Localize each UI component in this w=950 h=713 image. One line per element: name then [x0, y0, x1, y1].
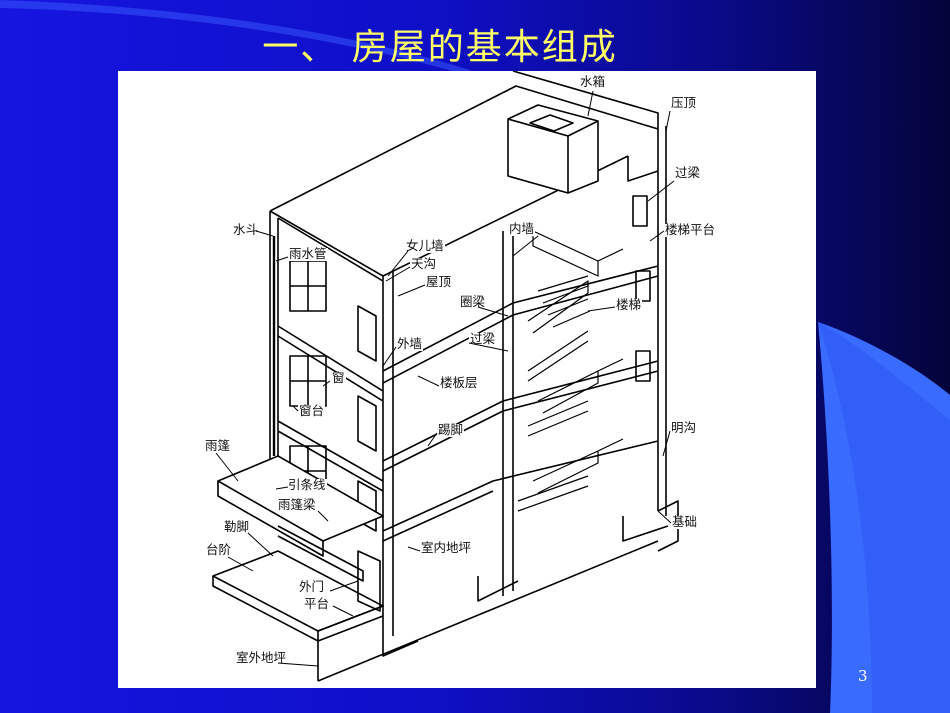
- label-gutter: 天沟: [410, 256, 438, 271]
- label-skirting: 踢脚: [437, 422, 465, 437]
- label-floor-slab: 楼板层: [439, 375, 479, 390]
- label-outdoor-ground: 室外地坪: [235, 650, 288, 665]
- label-open-drain: 明沟: [670, 420, 698, 435]
- label-coping: 压顶: [670, 95, 698, 110]
- label-water-tank: 水箱: [579, 74, 607, 89]
- label-platform: 平台: [303, 596, 331, 611]
- slide-title: 一、 房屋的基本组成: [262, 27, 618, 68]
- label-steps: 台阶: [205, 542, 233, 557]
- page-number: 3: [858, 667, 868, 685]
- label-outer-wall: 外墙: [396, 336, 424, 351]
- label-roof: 屋顶: [425, 274, 453, 289]
- label-canopy: 雨篷: [204, 438, 232, 453]
- label-foundation: 基础: [671, 514, 699, 529]
- label-window-sill: 窗台: [298, 403, 326, 418]
- label-inner-wall: 内墙: [508, 221, 536, 236]
- label-parapet: 女儿墙: [405, 238, 445, 253]
- building-diagram: 水箱 压顶 过梁 楼梯平台 水斗 雨水管 女儿墙 天沟 屋顶 内墙 圈梁 楼梯 …: [118, 71, 816, 688]
- label-canopy-beam: 雨篷梁: [277, 497, 317, 512]
- label-outer-door: 外门: [298, 579, 326, 594]
- label-drip-line: 引条线: [287, 477, 327, 492]
- label-stair-landing: 楼梯平台: [664, 222, 717, 237]
- label-lintel-right: 过梁: [674, 165, 702, 180]
- label-rain-head: 水斗: [232, 222, 260, 237]
- label-downpipe: 雨水管: [288, 246, 328, 261]
- label-window: 窗: [331, 370, 346, 385]
- label-stairs: 楼梯: [615, 297, 643, 312]
- label-indoor-floor: 室内地坪: [420, 540, 473, 555]
- label-ring-beam: 圈梁: [459, 294, 487, 309]
- label-lintel-mid: 过梁: [469, 331, 497, 346]
- label-plinth: 勒脚: [223, 519, 251, 534]
